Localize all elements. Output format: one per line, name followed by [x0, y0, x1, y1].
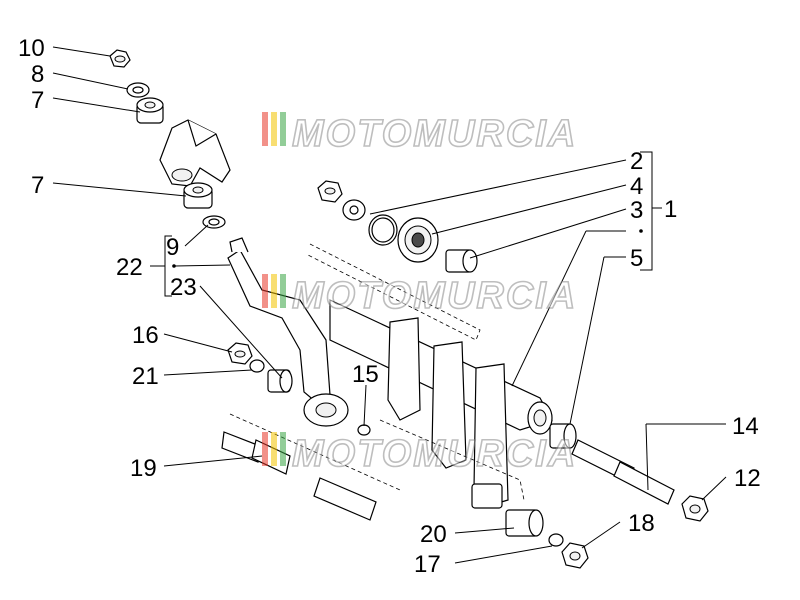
- callout-12: 12: [734, 465, 761, 492]
- watermark-stripe-red: [262, 112, 268, 146]
- callout-16: 16: [132, 322, 159, 349]
- watermark-stripe-red: [262, 432, 268, 466]
- watermark-text-top: MOTOMURCIA: [292, 113, 577, 155]
- part-10-nut: [109, 49, 131, 68]
- callout-7-upper: 7: [31, 87, 44, 114]
- spacer-sleeve: [267, 369, 293, 393]
- callout-20: 20: [420, 521, 447, 548]
- part-7-bush-lower: [183, 182, 213, 209]
- watermark-stripe-yellow: [271, 112, 277, 146]
- watermark-middle: MOTOMURCIA: [262, 274, 577, 318]
- watermark-top: MOTOMURCIA: [262, 112, 577, 156]
- watermark-stripe-green: [280, 274, 286, 308]
- callout-7-lower: 7: [31, 172, 44, 199]
- callout-10: 10: [18, 35, 45, 62]
- part-8-washer: [126, 82, 150, 98]
- part-3-sleeve: [445, 249, 478, 273]
- callout-1: 1: [664, 196, 677, 223]
- part-12-nut: [681, 495, 709, 522]
- part-2-circlip: [368, 214, 398, 246]
- watermark-stripe-red: [262, 274, 268, 308]
- part-nut-small: [317, 180, 343, 203]
- part-17-washer: [548, 533, 564, 547]
- callout-3: 3: [630, 197, 643, 224]
- watermark-bottom: MOTOMURCIA: [262, 432, 577, 476]
- part-1-frame: [305, 243, 553, 507]
- part-16-nut: [227, 342, 253, 365]
- watermark-stripe-green: [280, 432, 286, 466]
- part-9-washer: [202, 215, 226, 229]
- callout-8: 8: [31, 61, 44, 88]
- part-5-sleeve: [549, 423, 577, 449]
- callout-14: 14: [732, 413, 759, 440]
- leader-lines: [52, 46, 727, 564]
- part-18-nut: [561, 542, 589, 569]
- callout-5: 5: [630, 245, 643, 272]
- pivot-bracket: [159, 119, 231, 187]
- watermark-text-middle: MOTOMURCIA: [292, 275, 577, 317]
- part-23-link-arm: [227, 237, 349, 427]
- part-20-bush: [471, 483, 544, 537]
- watermark-text-bottom: MOTOMURCIA: [292, 433, 577, 475]
- watermark-stripe-green: [280, 112, 286, 146]
- callout-17: 17: [414, 551, 441, 578]
- part-14-stud: [571, 439, 675, 505]
- watermark-stripe-yellow: [271, 274, 277, 308]
- part-21-washer: [249, 359, 265, 373]
- callout-21: 21: [132, 363, 159, 390]
- callout-19: 19: [130, 455, 157, 482]
- watermark-stripe-yellow: [271, 432, 277, 466]
- callout-15: 15: [352, 361, 379, 388]
- callout-23: 23: [170, 274, 197, 301]
- part-washer-small: [342, 199, 366, 221]
- callout-22: 22: [116, 254, 143, 281]
- callout-18: 18: [628, 510, 655, 537]
- part-7-bush-upper: [136, 97, 164, 124]
- callout-4: 4: [630, 173, 643, 200]
- callout-labels: 10 8 7 7 9 22 23 16 21 15 19 20 17 18 12…: [18, 35, 761, 578]
- callout-9: 9: [166, 234, 179, 261]
- part-4-bearing: [397, 217, 439, 263]
- callout-2: 2: [630, 148, 643, 175]
